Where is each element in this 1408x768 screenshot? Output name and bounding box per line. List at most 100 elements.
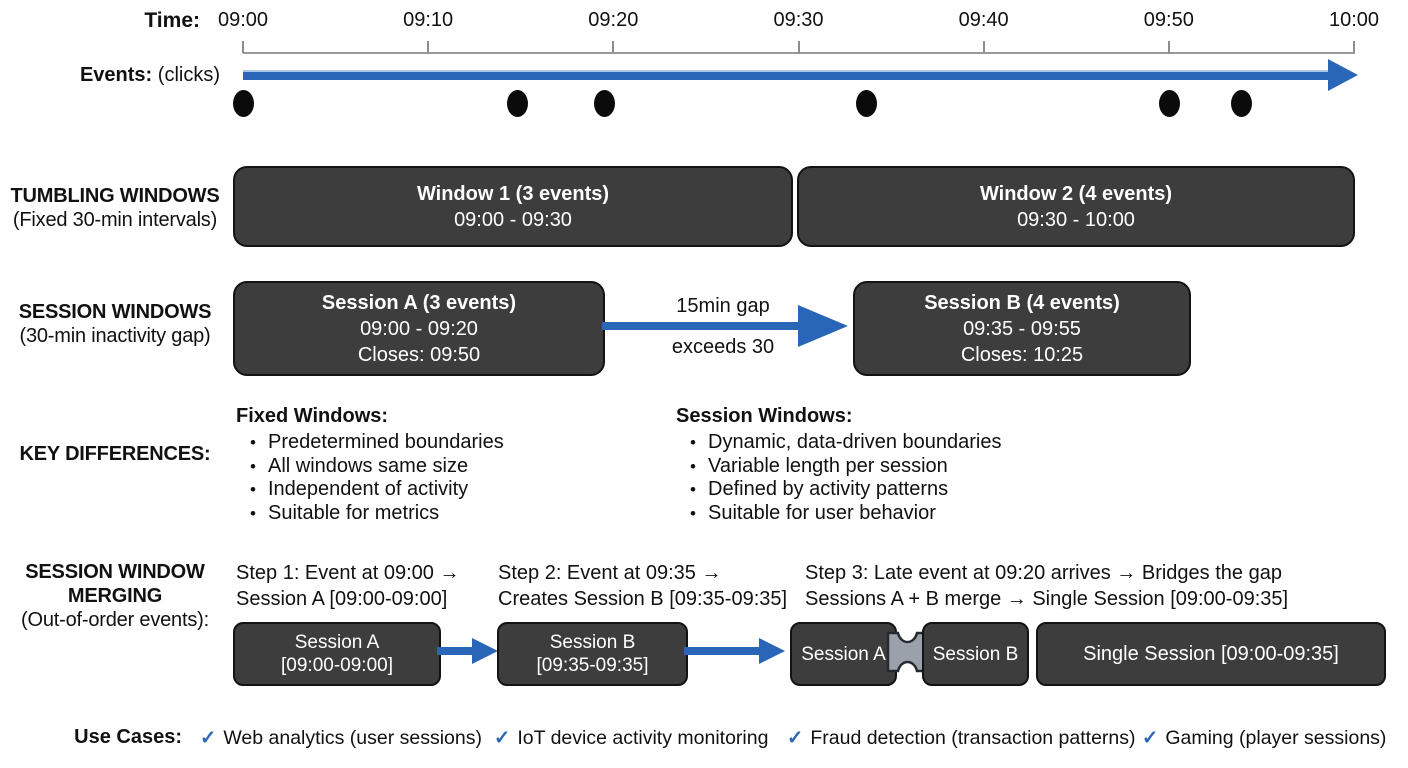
tumbling-window-1-box: Window 1 (3 events) 09:00 - 09:30 [233, 166, 793, 247]
gap-arrowhead-icon [798, 305, 848, 347]
bullet-item: • Suitable for metrics [236, 502, 504, 526]
time-tick-mark [982, 41, 985, 53]
merge-session-a-line2: [09:00-09:00] [281, 655, 393, 676]
session-b-closes: Closes: 10:25 [960, 343, 1084, 366]
events-arrowhead-icon [1328, 59, 1358, 91]
step-2-line1: Step 2: Event at 09:35 → [498, 562, 722, 584]
time-tick-mark [427, 41, 430, 53]
bullet-item: • Variable length per session [676, 455, 1002, 479]
events-label: Events: (clicks) [30, 64, 220, 87]
session-b-box: Session B (4 events) 09:35 - 09:55 Close… [853, 281, 1191, 376]
merge-session-b-small-box: Session B [922, 622, 1029, 686]
use-case-text: Gaming (player sessions) [1165, 727, 1387, 749]
merge-session-b-line1: Session B [549, 632, 636, 653]
time-tick-mark [797, 41, 800, 53]
use-cases-label: Use Cases: [74, 726, 182, 748]
event-dot [233, 90, 254, 117]
time-tick-mark [1353, 41, 1355, 53]
tumbling-window-1-title: Window 1 (3 events) [416, 182, 610, 205]
events-label-bold: Events: [79, 64, 153, 86]
use-case-web-analytics: ✓Web analytics (user sessions) [200, 726, 482, 750]
event-dot [507, 90, 528, 117]
merge-session-a-small-box: Session A [790, 622, 897, 686]
bullet-icon: • [250, 480, 256, 500]
time-tick-mark [242, 41, 244, 53]
tumbling-window-2-range: 09:30 - 10:00 [1017, 208, 1135, 231]
step-2-text: Step 2: Event at 09:35 → Creates Session… [498, 561, 787, 612]
session-windows-bullets: • Dynamic, data-driven boundaries • Variab… [676, 431, 1002, 526]
bullet-text: Variable length per session [708, 454, 948, 477]
merge-session-b-line2: [09:35-09:35] [536, 655, 649, 676]
bullet-item: •All windows same size [236, 455, 504, 479]
gap-arrow [602, 322, 800, 330]
merge-session-a-line1: Session A [294, 632, 380, 653]
bullet-text: Dynamic, data-driven boundaries [708, 431, 1002, 453]
bullet-icon: • [250, 456, 256, 476]
check-icon: ✓ [787, 727, 804, 749]
time-tick-label: 09:50 [1143, 9, 1194, 31]
step-1-text: Step 1: Event at 09:00 → Session A [09:0… [236, 561, 459, 612]
tumbling-windows-subtitle: (Fixed 30-min intervals) [12, 209, 218, 231]
session-a-box: Session A (3 events) 09:00 - 09:20 Close… [233, 281, 605, 376]
check-icon: ✓ [494, 727, 511, 749]
session-windows-subtitle: (30-min inactivity gap) [19, 325, 211, 347]
session-b-range: 09:35 - 09:55 [963, 317, 1081, 340]
bullet-item: •Predetermined boundaries [236, 431, 504, 455]
bullet-text: Defined by activity patterns [708, 478, 949, 501]
check-icon: ✓ [1142, 727, 1159, 749]
bullet-text: Predetermined boundaries [268, 431, 504, 453]
merge-session-b-box: Session B [09:35-09:35] [497, 622, 688, 686]
event-dot [1231, 90, 1252, 117]
time-tick-label: 09:40 [958, 9, 1009, 31]
tumbling-windows-label: TUMBLING WINDOWS (Fixed 30-min intervals… [0, 184, 230, 232]
merged-single-session-label: Single Session [09:00-09:35] [1083, 642, 1339, 665]
merge-arrow-1 [437, 647, 473, 655]
use-case-iot: ✓ IoT device activity monitoring [494, 726, 768, 750]
bullet-icon: • [250, 504, 256, 524]
bullet-text: Suitable for metrics [268, 502, 440, 525]
use-case-text: IoT device activity monitoring [517, 727, 769, 749]
merge-arrowhead-1-icon [472, 638, 498, 664]
time-tick-label: 09:20 [588, 9, 639, 31]
fixed-windows-bullets: •Predetermined boundaries •All windows s… [236, 431, 504, 526]
merge-arrow-2 [684, 647, 760, 655]
events-label-note: (clicks) [157, 64, 220, 86]
session-windows-label: SESSION WINDOWS (30-min inactivity gap) [0, 300, 230, 348]
session-a-closes: Closes: 09:50 [357, 343, 481, 366]
time-tick-label: 09:00 [217, 9, 269, 31]
tumbling-window-2-box: Window 2 (4 events) 09:30 - 10:00 [797, 166, 1355, 247]
timeline-ruler [243, 52, 1355, 54]
check-icon: ✓ [200, 727, 217, 749]
key-differences-label: KEY DIFFERENCES: [19, 443, 211, 465]
bullet-item: •Independent of activity [236, 478, 504, 502]
bullet-item: •Defined by activity patterns [676, 478, 1002, 502]
session-b-title: Session B (4 events) [924, 291, 1120, 314]
fixed-windows-header: Fixed Windows: [236, 405, 389, 427]
session-a-range: 09:00 - 09:20 [360, 317, 478, 340]
time-tick-label: 09:10 [403, 9, 454, 31]
event-dot [594, 90, 615, 117]
use-case-fraud: ✓ Fraud detection (transaction patterns) [787, 726, 1136, 750]
bullet-item: •Suitable for user behavior [676, 502, 1002, 526]
events-timeline-arrow [243, 70, 1331, 80]
merging-label: SESSION WINDOW MERGING (Out-of-order eve… [0, 560, 230, 632]
merge-session-a-small-label: Session A [801, 643, 886, 665]
merge-session-b-small-label: Session B [932, 643, 1019, 665]
step-1-line1: Step 1: Event at 09:00 → [236, 562, 460, 584]
tumbling-windows-title: TUMBLING WINDOWS [10, 185, 220, 207]
bullet-item: • Dynamic, data-driven boundaries [676, 431, 1002, 455]
time-tick-label: 10:00 [1328, 9, 1380, 31]
merging-title-line2: MERGING [67, 585, 163, 607]
time-tick-label: 09:30 [773, 9, 824, 31]
session-windows-title: SESSION WINDOWS [18, 301, 212, 323]
bullet-icon: • [690, 456, 696, 476]
tumbling-window-2-title: Window 2 (4 events) [979, 182, 1173, 205]
merged-single-session-box: Single Session [09:00-09:35] [1036, 622, 1386, 686]
step-3-line2: Sessions A + B merge → Single Session [0… [805, 587, 1289, 610]
time-tick-mark [1167, 41, 1170, 53]
step-3-line1: Step 3: Late event at 09:20 arrives → Br… [805, 562, 1282, 584]
use-case-text: Fraud detection (transaction patterns) [810, 727, 1136, 749]
bullet-icon: • [690, 433, 696, 452]
event-dot [856, 90, 877, 117]
